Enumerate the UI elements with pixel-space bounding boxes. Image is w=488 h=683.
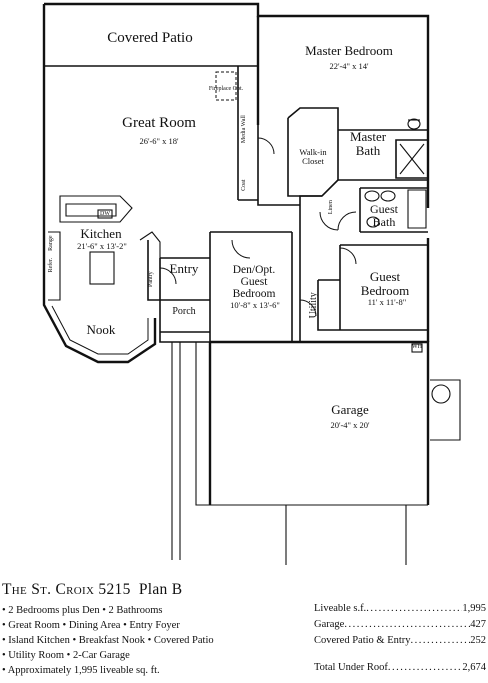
- stat-patio-entry: Covered Patio & Entry 252: [314, 635, 486, 646]
- range-label: Range: [47, 235, 54, 251]
- feature-item: • Utility Room • 2-Car Garage: [2, 650, 130, 661]
- kitchen-dim: 21'-6" x 13'-2": [77, 241, 127, 251]
- guest-bedroom-dim: 11' x 11'-8": [367, 297, 407, 307]
- exterior-paving: [171, 342, 461, 565]
- kitchen-fixtures: [48, 195, 161, 301]
- stat-label: Liveable s.f.: [314, 603, 367, 614]
- master-bath-label: Master Bath: [349, 129, 387, 158]
- wh-label: WH: [412, 344, 422, 350]
- kitchen-label: Kitchen: [80, 226, 122, 241]
- plan-brand: The St. Croix: [2, 581, 95, 598]
- feature-item: • 2 Bedrooms plus Den • 2 Bathrooms: [2, 605, 163, 616]
- master-bedroom-label: Master Bedroom: [305, 43, 393, 58]
- entry-label: Entry: [169, 261, 199, 276]
- nook-bay: [51, 305, 149, 355]
- plan-info: The St. Croix 5215 Plan B • 2 Bedrooms p…: [0, 573, 488, 683]
- stat-label: Covered Patio & Entry: [314, 635, 411, 646]
- interior-walls: [147, 66, 429, 343]
- guest-bedroom-label: Guest Bedroom: [360, 269, 410, 298]
- dw-label: DW: [100, 211, 110, 217]
- stat-value: 252: [470, 635, 486, 646]
- covered-patio-label: Covered Patio: [107, 30, 193, 46]
- feature-item: • Great Room • Dining Area • Entry Foyer: [2, 620, 180, 631]
- coat-label: Coat: [240, 179, 247, 191]
- garage-label: Garage: [331, 402, 369, 417]
- floor-plan-drawing: [42, 2, 461, 565]
- feature-item: • Approximately 1,995 liveable sq. ft.: [2, 665, 160, 676]
- garage-dim: 20'-4" x 20': [330, 420, 370, 430]
- nook-label: Nook: [86, 322, 116, 337]
- door-swings: [159, 137, 357, 317]
- great-room-dim: 26'-6" x 18': [139, 136, 179, 146]
- linen-label: Linen: [327, 200, 334, 215]
- walk-in-closet-label: Walk-in Closet: [299, 147, 327, 166]
- refer-label: Refer.: [47, 257, 54, 273]
- stat-leader: [388, 662, 462, 673]
- stat-garage: Garage 427: [314, 619, 486, 630]
- den-dim: 10'-8" x 13'-6": [230, 300, 280, 310]
- stat-value: 427: [470, 619, 486, 630]
- bath-fixtures: [364, 118, 427, 229]
- fireplace-label: Fireplace Opt.: [208, 86, 244, 92]
- great-room-label: Great Room: [122, 115, 196, 131]
- stat-label: Garage: [314, 619, 345, 630]
- plan-title: The St. Croix 5215 Plan B: [2, 581, 182, 599]
- master-bedroom-dim: 22'-4" x 14': [329, 61, 369, 71]
- stat-liveable: Liveable s.f. 1,995: [314, 603, 486, 614]
- porch-label: Porch: [172, 306, 196, 317]
- stat-leader: [411, 635, 471, 646]
- den-label-line2: Guest: [240, 276, 268, 288]
- feature-item: • Island Kitchen • Breakfast Nook • Cove…: [2, 635, 214, 646]
- pantry-label: Pantry: [147, 271, 154, 287]
- guest-bath-label: Guest Bath: [370, 202, 398, 229]
- stat-leader: [344, 619, 470, 630]
- stat-total: Total Under Roof 2,674: [314, 662, 486, 673]
- exterior-walls: [42, 2, 430, 505]
- stat-value: 1,995: [462, 603, 486, 614]
- stat-label: Total Under Roof: [314, 662, 388, 673]
- floor-plan: Covered Patio Great Room 26'-6" x 18' Ma…: [42, 2, 461, 565]
- fireplace: [215, 71, 237, 101]
- utility-label: Utility: [307, 292, 319, 319]
- stat-leader: [366, 603, 462, 614]
- plan-number: 5215: [98, 581, 131, 598]
- den-label-line1: Den/Opt.: [232, 264, 276, 276]
- media-wall-label: Media Wall: [240, 115, 247, 144]
- den-label-line3: Bedroom: [232, 288, 276, 300]
- plan-variant: Plan B: [138, 581, 183, 598]
- stat-value: 2,674: [462, 662, 486, 673]
